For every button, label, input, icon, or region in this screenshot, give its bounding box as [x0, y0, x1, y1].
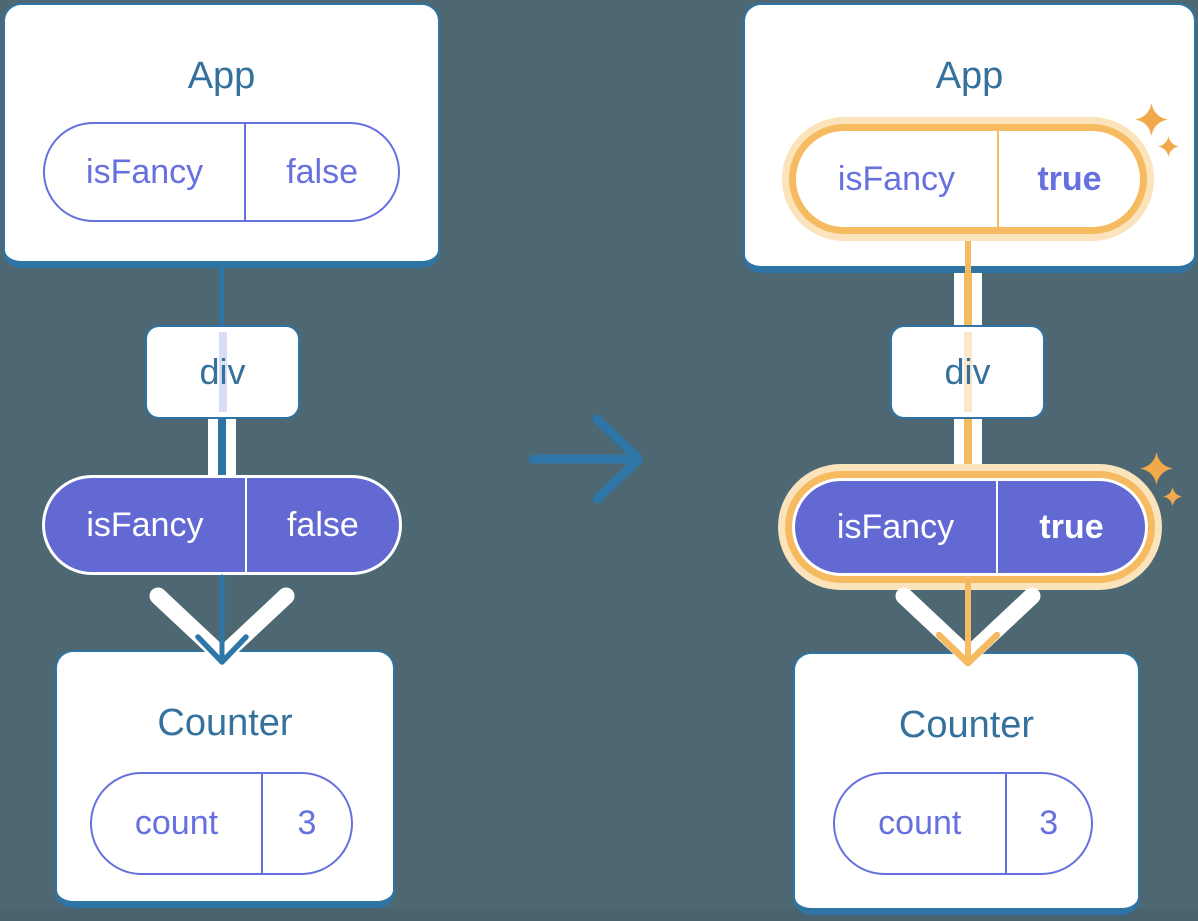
right-arrow-icon	[528, 414, 644, 504]
four-point-sparkle-icon	[1140, 452, 1183, 507]
passed-prop-pill-after-highlighted: isFancy true	[792, 478, 1148, 576]
state-name-label: count	[835, 774, 1007, 873]
connector-app-to-div	[219, 266, 224, 327]
four-point-sparkle-icon	[1135, 103, 1179, 157]
passed-prop-pill-before: isFancy false	[42, 475, 402, 575]
prop-name-label: isFancy	[45, 478, 247, 572]
connector-div-to-pill-left-rail	[208, 417, 218, 479]
div-node-after: div	[890, 325, 1045, 419]
prop-flow-stripe	[218, 332, 227, 412]
connector-app-to-div-right-rail	[972, 272, 982, 327]
connector-app-to-div-left-rail	[954, 272, 964, 327]
counter-title: Counter	[898, 704, 1035, 746]
prop-value-label: false	[286, 152, 359, 191]
down-chevron-arrow-icon	[149, 574, 295, 665]
prop-name-label: isFancy	[795, 481, 998, 573]
prop-name-label: isFancy	[45, 124, 247, 220]
app-title: App	[187, 55, 256, 97]
prop-value-label: true	[1037, 159, 1102, 198]
prop-value-label: true	[1039, 507, 1104, 546]
connector-app-to-div-core	[964, 272, 972, 327]
connector-div-to-pill-right-rail	[972, 417, 982, 479]
state-value-label: 3	[1039, 804, 1059, 842]
counter-title: Counter	[157, 702, 293, 744]
connector-div-to-pill-left-rail	[954, 417, 964, 479]
state-value-label: 3	[297, 804, 317, 842]
prop-name-label: isFancy	[796, 131, 999, 227]
prop-flow-stripe	[963, 332, 972, 412]
prop-value-label: false	[286, 505, 359, 544]
connector-pill-to-card-edge	[965, 240, 971, 273]
div-node-before: div	[145, 325, 300, 419]
app-prop-pill-before: isFancy false	[43, 122, 400, 222]
down-chevron-arrow-icon	[895, 577, 1041, 667]
app-title: App	[935, 55, 1004, 97]
div-label: div	[199, 351, 246, 392]
state-name-label: count	[92, 774, 263, 873]
div-label: div	[944, 351, 991, 392]
connector-div-to-pill-right-rail	[226, 417, 236, 479]
app-prop-pill-after-highlighted: isFancy true	[789, 124, 1147, 234]
connector-div-to-pill-core	[218, 417, 226, 479]
counter-state-pill-after: count 3	[833, 772, 1093, 875]
counter-state-pill-before: count 3	[90, 772, 353, 875]
connector-div-to-pill-core	[964, 417, 972, 479]
